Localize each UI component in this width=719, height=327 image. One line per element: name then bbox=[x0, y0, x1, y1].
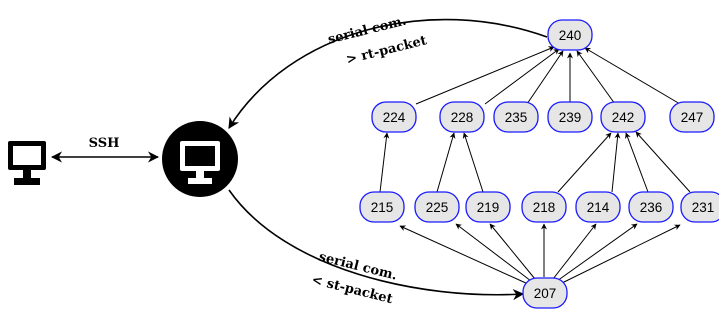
svg-text:235: 235 bbox=[505, 110, 528, 125]
node-239: 239 bbox=[547, 101, 593, 133]
svg-text:215: 215 bbox=[371, 200, 394, 215]
node-219: 219 bbox=[465, 191, 511, 223]
node-218: 218 bbox=[521, 191, 567, 223]
svg-text:240: 240 bbox=[559, 28, 582, 43]
svg-text:228: 228 bbox=[451, 110, 474, 125]
edges-middle bbox=[379, 131, 691, 193]
node-225: 225 bbox=[414, 191, 460, 223]
serial-link-bottom bbox=[228, 189, 525, 301]
svg-text:218: 218 bbox=[533, 200, 556, 215]
serial-label-bottom: serial com. < st-packet bbox=[310, 250, 399, 308]
svg-text:242: 242 bbox=[612, 110, 635, 125]
svg-text:239: 239 bbox=[559, 110, 582, 125]
node-224: 224 bbox=[371, 101, 417, 133]
node-231: 231 bbox=[680, 191, 719, 223]
node-247: 247 bbox=[669, 101, 715, 133]
server-computer-icon bbox=[162, 121, 238, 197]
svg-text:236: 236 bbox=[640, 200, 663, 215]
node-240: 240 bbox=[547, 19, 593, 51]
ssh-label: SSH bbox=[89, 136, 120, 151]
node-235: 235 bbox=[493, 101, 539, 133]
workstation-monitor-icon bbox=[8, 141, 46, 185]
svg-text:224: 224 bbox=[383, 110, 406, 125]
node-215: 215 bbox=[359, 191, 405, 223]
node-236: 236 bbox=[628, 191, 674, 223]
serial-label-top: serial com. > rt-packet bbox=[326, 14, 428, 68]
svg-text:219: 219 bbox=[477, 200, 500, 215]
node-214: 214 bbox=[575, 191, 621, 223]
node-228: 228 bbox=[439, 101, 485, 133]
svg-text:247: 247 bbox=[681, 110, 704, 125]
edges-from-207 bbox=[399, 223, 681, 285]
svg-text:231: 231 bbox=[692, 200, 715, 215]
node-242: 242 bbox=[600, 101, 646, 133]
node-207: 207 bbox=[522, 277, 568, 309]
serial-link-top bbox=[228, 18, 548, 129]
svg-text:207: 207 bbox=[534, 286, 557, 301]
svg-text:214: 214 bbox=[587, 200, 610, 215]
edges-to-240 bbox=[415, 46, 681, 105]
svg-text:225: 225 bbox=[426, 200, 449, 215]
